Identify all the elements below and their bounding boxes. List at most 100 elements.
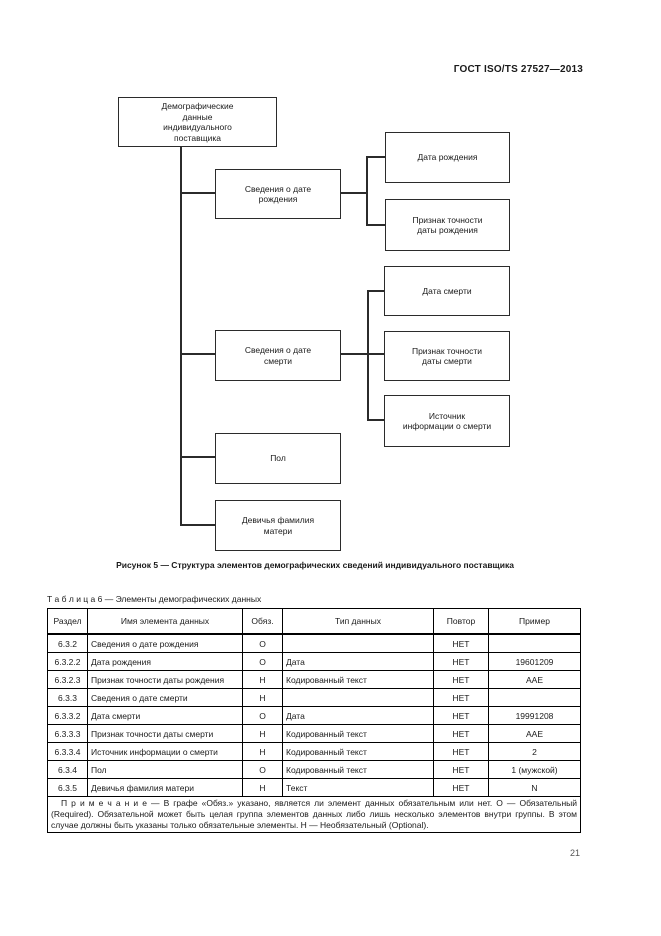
column-header: Обяз. — [242, 608, 283, 635]
connector-line — [366, 224, 385, 226]
table-cell: Н — [242, 688, 283, 707]
diagram-box-death-date: Дата смерти — [384, 266, 510, 316]
table-cell: Дата смерти — [87, 706, 243, 725]
table-cell: 6.3.2.3 — [47, 670, 88, 689]
figure-diagram: Демографические данные индивидуального п… — [118, 97, 510, 551]
table-cell: 6.3.3.3 — [47, 724, 88, 743]
table-cell: Н — [242, 742, 283, 761]
table-cell: НЕТ — [433, 688, 489, 707]
table-cell: Сведения о дате рождения — [87, 633, 243, 653]
table-cell: О — [242, 652, 283, 671]
table-cell — [282, 633, 434, 653]
table-cell: О — [242, 760, 283, 779]
diagram-box-birth-accuracy: Признак точности даты рождения — [385, 199, 510, 251]
table-cell: НЕТ — [433, 742, 489, 761]
table-cell: Признак точности даты смерти — [87, 724, 243, 743]
table-cell: Кодированный текст — [282, 724, 434, 743]
table-cell: НЕТ — [433, 633, 489, 653]
table-cell: Н — [242, 670, 283, 689]
column-header: Пример — [488, 608, 581, 635]
connector-line — [340, 353, 384, 355]
connector-line — [180, 146, 182, 526]
diagram-box-birth-group: Сведения о дате рождения — [215, 169, 341, 219]
table-cell: 6.3.2.2 — [47, 652, 88, 671]
connector-line — [366, 156, 368, 226]
connector-line — [366, 156, 385, 158]
table-note: П р и м е ч а н и е — В графе «Обяз.» ук… — [47, 796, 581, 833]
table-cell — [488, 633, 581, 653]
table-cell: Дата рождения — [87, 652, 243, 671]
column-header: Раздел — [47, 608, 88, 635]
table-note-row: П р и м е ч а н и е — В графе «Обяз.» ук… — [47, 796, 581, 833]
diagram-box-death-source: Источник информации о смерти — [384, 395, 510, 447]
table-cell: НЕТ — [433, 652, 489, 671]
table-cell: Н — [242, 778, 283, 797]
diagram-box-maiden-name: Девичья фамилия матери — [215, 500, 341, 551]
table-title: Т а б л и ц а 6 — Элементы демографическ… — [47, 594, 262, 604]
table-cell: О — [242, 633, 283, 653]
table-cell: Пол — [87, 760, 243, 779]
table-cell: Текст — [282, 778, 434, 797]
diagram-box-birth-date: Дата рождения — [385, 132, 510, 183]
table-cell: Признак точности даты рождения — [87, 670, 243, 689]
table-cell: 6.3.4 — [47, 760, 88, 779]
table-cell: Дата — [282, 652, 434, 671]
table-cell — [282, 688, 434, 707]
table-cell: Девичья фамилия матери — [87, 778, 243, 797]
table-cell: 19601209 — [488, 652, 581, 671]
table-cell: НЕТ — [433, 760, 489, 779]
table-cell: НЕТ — [433, 706, 489, 725]
data-table: Раздел Имя элемента данных Обяз. Тип дан… — [47, 608, 581, 833]
table-cell: 2 — [488, 742, 581, 761]
table-cell: Н — [242, 724, 283, 743]
table-cell: AAE — [488, 670, 581, 689]
diagram-box-sex: Пол — [215, 433, 341, 484]
connector-line — [180, 353, 215, 355]
column-header: Имя элемента данных — [87, 608, 243, 635]
table-cell: 6.3.3 — [47, 688, 88, 707]
column-header: Повтор — [433, 608, 489, 635]
table-cell: 6.3.3.2 — [47, 706, 88, 725]
table-cell: Кодированный текст — [282, 742, 434, 761]
connector-line — [340, 192, 368, 194]
diagram-box-root: Демографические данные индивидуального п… — [118, 97, 277, 147]
table-cell: НЕТ — [433, 724, 489, 743]
connector-line — [367, 419, 384, 421]
connector-line — [180, 524, 215, 526]
connector-line — [367, 290, 384, 292]
table-cell: НЕТ — [433, 778, 489, 797]
table-cell: Сведения о дате смерти — [87, 688, 243, 707]
table-cell: Источник информации о смерти — [87, 742, 243, 761]
table-cell: 19991208 — [488, 706, 581, 725]
table-cell: 6.3.2 — [47, 633, 88, 653]
diagram-box-death-group: Сведения о дате смерти — [215, 330, 341, 381]
table-cell: О — [242, 706, 283, 725]
table-cell — [488, 688, 581, 707]
table-cell: 1 (мужской) — [488, 760, 581, 779]
document-header: ГОСТ ISO/TS 27527—2013 — [453, 64, 583, 75]
table-cell: AAE — [488, 724, 581, 743]
table-cell: Кодированный текст — [282, 670, 434, 689]
connector-line — [180, 192, 215, 194]
table-header-row: Раздел Имя элемента данных Обяз. Тип дан… — [47, 608, 581, 635]
diagram-box-death-accuracy: Признак точности даты смерти — [384, 331, 510, 381]
figure-caption: Рисунок 5 — Структура элементов демограф… — [116, 560, 514, 570]
table-cell: 6.3.3.4 — [47, 742, 88, 761]
page-number: 21 — [569, 848, 580, 858]
table-cell: НЕТ — [433, 670, 489, 689]
connector-line — [367, 290, 369, 421]
column-header: Тип данных — [282, 608, 434, 635]
table-cell: Кодированный текст — [282, 760, 434, 779]
connector-line — [180, 456, 215, 458]
